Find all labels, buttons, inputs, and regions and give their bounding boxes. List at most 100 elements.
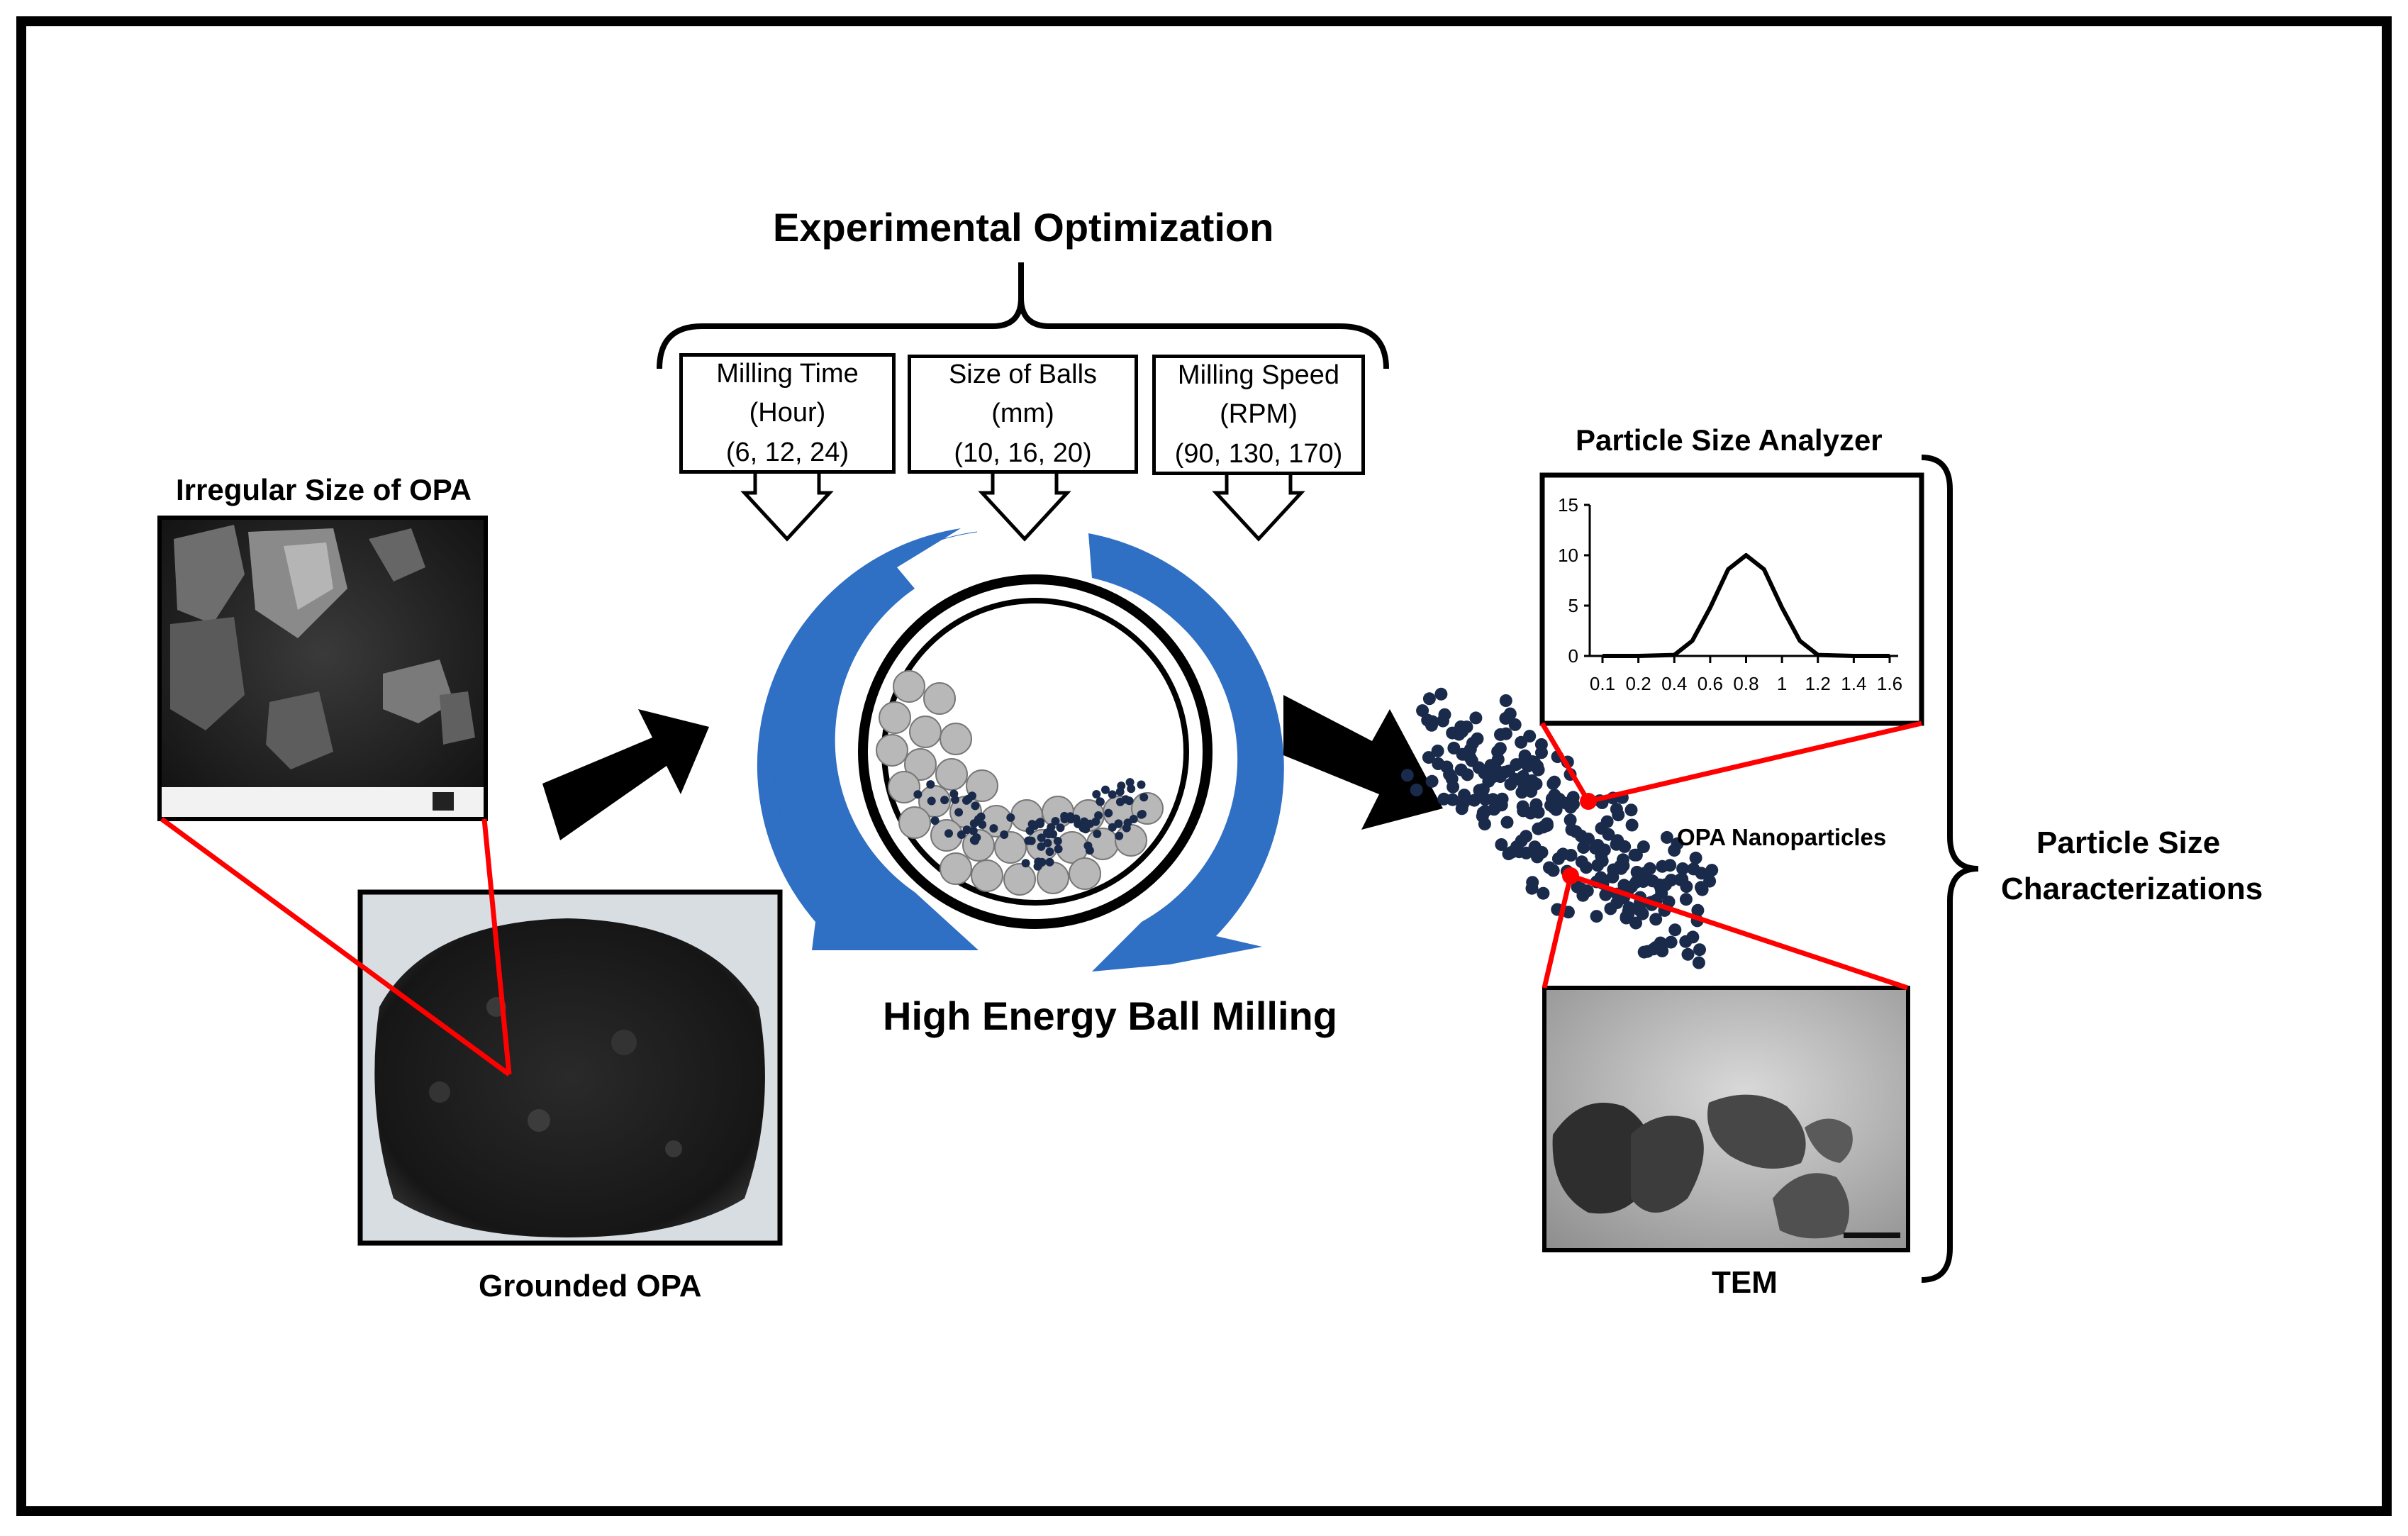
- powder-dot: [978, 820, 987, 829]
- milling-ball: [1069, 857, 1101, 890]
- process-label: High Energy Ball Milling: [883, 994, 1337, 1038]
- nanoparticle: [1518, 753, 1532, 767]
- nanoparticle: [1476, 810, 1489, 823]
- nanoparticle: [1686, 930, 1700, 944]
- powder-dot: [1078, 823, 1088, 833]
- chart-x-tick-label: 1.6: [1877, 673, 1902, 694]
- nanoparticle: [1691, 903, 1705, 917]
- powder-dot: [1101, 785, 1110, 794]
- arrow-down-balls: [978, 469, 1071, 542]
- nanoparticle: [1671, 837, 1684, 850]
- leader-line-left-1: [160, 817, 511, 1076]
- chart-y-tick-label: 10: [1558, 545, 1578, 566]
- nanoparticle: [1422, 751, 1435, 764]
- nanoparticle: [1472, 761, 1486, 774]
- powder-dot: [962, 796, 971, 805]
- powder-dot: [1125, 796, 1134, 806]
- nanoparticle: [1455, 802, 1468, 816]
- nanoparticle: [1454, 763, 1468, 777]
- powder-dot: [969, 819, 979, 828]
- nanoparticle: [1643, 862, 1656, 875]
- nanoparticle: [1523, 730, 1537, 743]
- nanoparticle: [1531, 759, 1544, 773]
- powder-dot: [954, 808, 964, 817]
- leader-line-right-3: [1542, 875, 1573, 989]
- powder-dot: [1037, 833, 1046, 842]
- powder-dot: [1047, 823, 1056, 832]
- powder-dot: [927, 796, 936, 806]
- nanoparticle: [1512, 845, 1526, 859]
- nanoparticle: [1574, 882, 1588, 896]
- leader-line-right-2: [1588, 720, 1922, 804]
- leader-line-right-1: [1539, 722, 1591, 803]
- arrow-down-speed: [1212, 469, 1305, 542]
- chart-x-tick-label: 1.2: [1805, 673, 1831, 694]
- nanoparticle: [1703, 874, 1717, 888]
- nanoparticle: [1494, 728, 1507, 741]
- powder-dot: [1093, 829, 1102, 838]
- outer-frame: [16, 16, 2392, 1516]
- powder-dot: [1045, 857, 1054, 867]
- powder-dot: [1080, 817, 1089, 826]
- nanoparticle: [1628, 848, 1641, 862]
- milling-ball: [893, 670, 925, 703]
- powder-dot: [1045, 847, 1054, 857]
- nanoparticle: [1625, 818, 1639, 832]
- nanoparticle: [1705, 864, 1719, 877]
- nanoparticle: [1676, 872, 1689, 886]
- powder-dot: [1051, 817, 1060, 825]
- nanoparticle: [1546, 864, 1560, 877]
- powder-dot: [1037, 842, 1046, 851]
- powder-dot: [957, 830, 966, 839]
- nanoparticle: [1564, 849, 1578, 862]
- process-arrow-right: [1283, 695, 1443, 830]
- nanoparticle: [1629, 916, 1642, 930]
- powder-dot: [1044, 830, 1053, 839]
- nanoparticle: [1546, 777, 1560, 790]
- sem-label: Irregular Size of OPA: [176, 473, 472, 506]
- powder-dot: [1027, 836, 1036, 845]
- leader-line-right-4: [1569, 873, 1909, 991]
- nanoparticle: [1499, 694, 1512, 707]
- param-name: Milling Time: [716, 359, 859, 389]
- nanoparticle: [1595, 822, 1608, 835]
- nanoparticle: [1637, 875, 1650, 888]
- chart-x-tick-label: 1: [1777, 673, 1787, 694]
- nanoparticle: [1540, 817, 1554, 830]
- nanoparticle: [1478, 793, 1492, 806]
- powder-dot: [1125, 778, 1135, 787]
- powder-dot: [1137, 780, 1146, 789]
- milling-ball: [1115, 824, 1147, 857]
- nanoparticle: [1431, 745, 1444, 757]
- param-box-milling-time: Milling Time (Hour) (6, 12, 24): [679, 353, 896, 474]
- nanoparticle: [1668, 923, 1682, 937]
- nanoparticle: [1664, 935, 1678, 949]
- powder-dot: [1054, 845, 1063, 854]
- powder-dot: [1000, 830, 1009, 839]
- nanoparticle: [1452, 728, 1466, 741]
- nanoparticle: [1490, 769, 1504, 783]
- nanoparticle: [1567, 797, 1580, 811]
- nanoparticle: [1637, 945, 1651, 959]
- nanoparticle: [1679, 893, 1693, 906]
- milling-ball: [940, 723, 972, 755]
- nanoparticle: [1622, 908, 1635, 920]
- nanoparticle: [1495, 792, 1509, 806]
- nanoparticle: [1577, 841, 1590, 854]
- nanoparticle: [1447, 741, 1461, 755]
- param-values: (6, 12, 24): [725, 437, 849, 467]
- chart-x-tick-label: 0.2: [1626, 673, 1651, 694]
- powder-dot: [1139, 793, 1149, 802]
- leader-line-left-2: [481, 818, 512, 1075]
- sem-image: [157, 516, 488, 821]
- powder-photo: [357, 889, 783, 1246]
- powder-dot: [1108, 790, 1117, 799]
- powder-dot: [1122, 823, 1131, 833]
- param-name: Milling Speed: [1177, 360, 1340, 391]
- powder-dot: [926, 780, 935, 789]
- chart-x-tick-label: 0.8: [1733, 673, 1758, 694]
- param-name: Size of Balls: [948, 360, 1098, 390]
- powder-dot: [1025, 826, 1035, 835]
- nanoparticle: [1447, 780, 1460, 794]
- nanoparticle: [1689, 851, 1702, 864]
